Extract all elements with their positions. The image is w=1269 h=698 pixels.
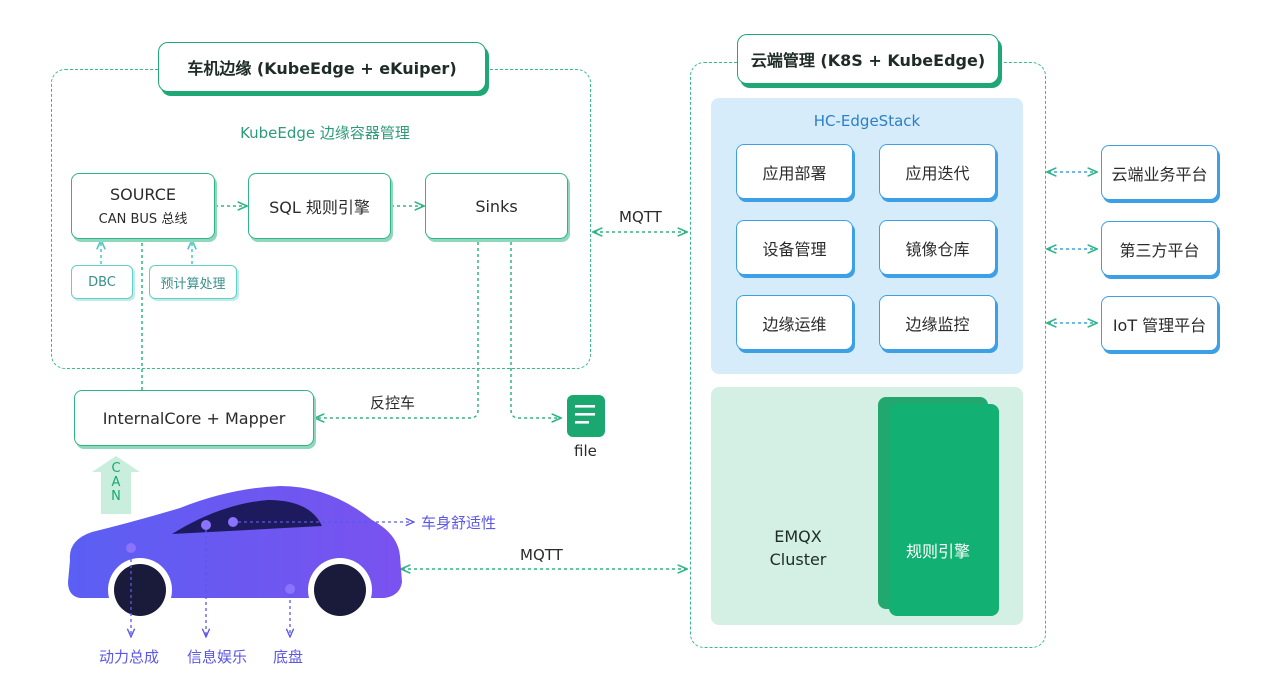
dbc-label: DBC: [88, 274, 116, 290]
platform-iot-mgmt[interactable]: IoT 管理平台: [1101, 296, 1218, 351]
can-up-arrow: [92, 456, 140, 514]
infotainment-label: 信息娱乐: [187, 648, 248, 666]
powertrain-label: 动力总成: [99, 648, 160, 666]
can-label: CAN: [111, 461, 121, 504]
car-illustration: [68, 486, 402, 622]
module-edge-monitor[interactable]: 边缘监控: [879, 295, 996, 350]
sinks-to-file-arrow: [510, 242, 560, 418]
dbc-node[interactable]: DBC: [71, 265, 133, 299]
platform-third-party[interactable]: 第三方平台: [1101, 221, 1218, 276]
module-app-iterate-label: 应用迭代: [905, 163, 970, 183]
source-node[interactable]: SOURCE CAN BUS 总线: [71, 173, 215, 239]
comfort-label: 车身舒适性: [421, 514, 497, 532]
mqtt-bottom-label: MQTT: [520, 546, 563, 564]
module-app-iterate[interactable]: 应用迭代: [879, 144, 996, 199]
container-label: KubeEdge 边缘容器管理: [240, 124, 410, 142]
platform-third-party-label: 第三方平台: [1119, 240, 1200, 260]
chassis-label: 底盘: [273, 648, 304, 666]
emqx-line2: Cluster: [769, 550, 827, 569]
platform-cloud-business-label: 云端业务平台: [1111, 164, 1208, 184]
module-image-registry[interactable]: 镜像仓库: [879, 220, 996, 275]
file-icon: [567, 395, 605, 437]
mqtt-top-label: MQTT: [619, 208, 662, 226]
edgestack-title: HC-EdgeStack: [813, 112, 921, 130]
module-image-registry-label: 镜像仓库: [905, 239, 970, 259]
module-edge-ops[interactable]: 边缘运维: [736, 295, 853, 350]
module-device-mgmt[interactable]: 设备管理: [736, 220, 853, 275]
platform-iot-mgmt-label: IoT 管理平台: [1112, 315, 1207, 335]
source-subtitle: CAN BUS 总线: [98, 212, 188, 227]
sql-engine-node[interactable]: SQL 规则引擎: [248, 173, 391, 239]
reverse-control-label: 反控车: [370, 394, 416, 412]
sinks-label: Sinks: [475, 196, 518, 216]
module-app-deploy-label: 应用部署: [762, 163, 827, 183]
sql-engine-label: SQL 规则引擎: [269, 198, 370, 217]
precompute-node[interactable]: 预计算处理: [149, 265, 237, 299]
sinks-node[interactable]: Sinks: [425, 173, 568, 239]
edge-title: 车机边缘 (KubeEdge + eKuiper): [158, 42, 486, 92]
file-label: file: [574, 442, 597, 460]
module-edge-ops-label: 边缘运维: [762, 314, 827, 334]
rule-engine-label: 规则引擎: [905, 542, 970, 561]
rule-engine-card[interactable]: [889, 404, 999, 616]
reverse-control-arrow: [316, 242, 479, 418]
internalcore-label: InternalCore + Mapper: [102, 408, 286, 428]
module-device-mgmt-label: 设备管理: [762, 239, 827, 259]
module-edge-monitor-label: 边缘监控: [905, 314, 970, 334]
internalcore-node[interactable]: InternalCore + Mapper: [74, 390, 314, 446]
source-title: SOURCE: [109, 185, 177, 204]
precompute-label: 预计算处理: [160, 276, 226, 292]
emqx-line1: EMQX: [774, 527, 822, 546]
platform-cloud-business[interactable]: 云端业务平台: [1101, 145, 1218, 200]
module-app-deploy[interactable]: 应用部署: [736, 144, 853, 199]
cloud-title: 云端管理 (K8S + KubeEdge): [737, 34, 999, 84]
